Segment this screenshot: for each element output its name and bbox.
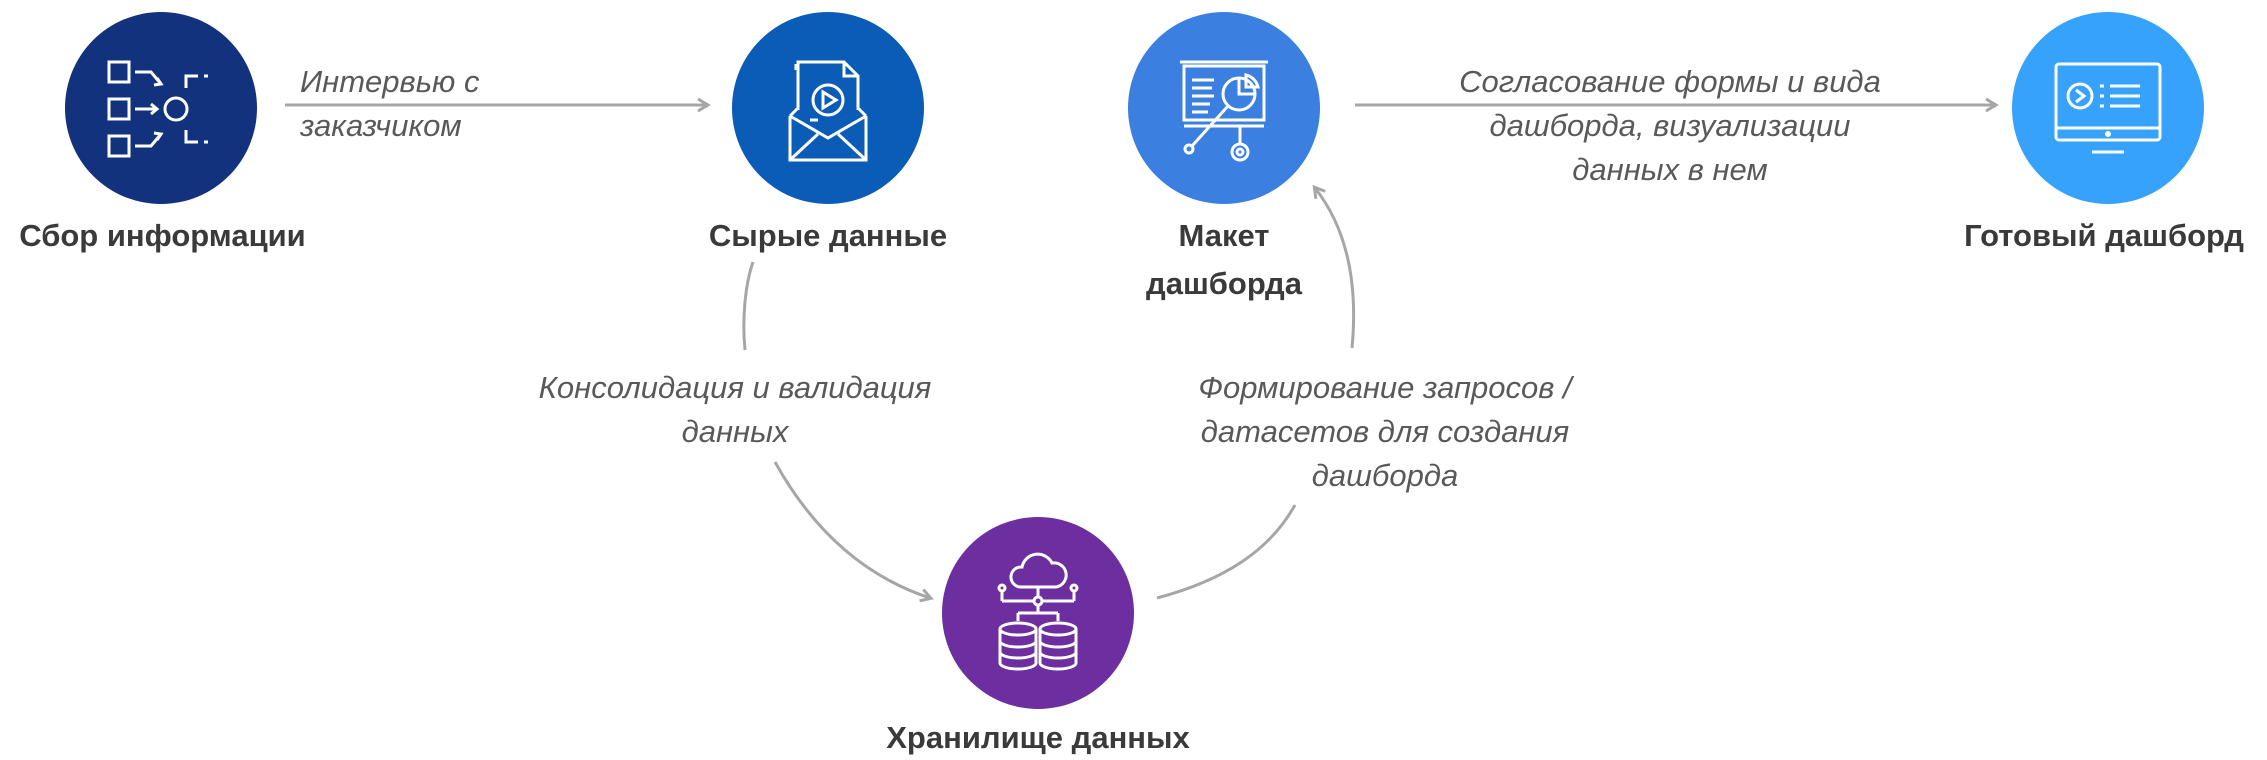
edge-approval-line-1: Согласование формы и вида bbox=[1459, 64, 1881, 99]
arrow-consolidation-to-storage bbox=[773, 461, 930, 598]
edge-queries-label: Формирование запросов / датасетов для со… bbox=[1165, 366, 1605, 498]
node-raw-title: Сырые данные bbox=[708, 218, 948, 253]
node-info-circle bbox=[65, 12, 257, 204]
arc-raw-to-consolidation bbox=[742, 261, 755, 351]
edge-consolidation-line-2: данных bbox=[681, 414, 789, 449]
node-mockup-title-line-2: дашборда bbox=[1146, 266, 1302, 301]
arc-storage-to-queries bbox=[1156, 504, 1297, 600]
node-info-title: Сбор информации bbox=[19, 218, 306, 253]
presentation-chart-icon bbox=[1180, 60, 1268, 162]
node-storage-circle bbox=[942, 517, 1134, 709]
node-mockup-circle bbox=[1128, 12, 1320, 204]
node-mockup-title: Макет дашборда bbox=[1094, 214, 1354, 306]
monitor-dashboard-icon bbox=[2054, 62, 2162, 154]
edge-approval-line-3: данных в нем bbox=[1572, 152, 1768, 187]
edge-approval-line-2: дашборда, визуализации bbox=[1489, 108, 1851, 143]
edge-consolidation-label: Консолидация и валидация данных bbox=[500, 366, 970, 454]
cloud-database-icon bbox=[997, 552, 1079, 671]
edge-queries-line-3: дашборда bbox=[1311, 458, 1459, 493]
node-ready-circle bbox=[2012, 12, 2204, 204]
edge-consolidation-line-1: Консолидация и валидация bbox=[538, 370, 932, 405]
node-ready-title: Готовый дашборд bbox=[1964, 218, 2244, 253]
node-mockup-title-line-1: Макет bbox=[1178, 218, 1270, 253]
edge-queries-line-2: датасетов для создания bbox=[1200, 414, 1570, 449]
edge-interview-line-1: Интервью с bbox=[300, 64, 480, 99]
node-raw-circle bbox=[732, 12, 924, 204]
edge-queries-line-1: Формирование запросов / bbox=[1198, 370, 1572, 405]
process-flow-icon bbox=[107, 60, 208, 158]
edge-interview-line-2: заказчиком bbox=[300, 108, 462, 143]
arrow-queries-to-mockup bbox=[1315, 188, 1356, 349]
edge-approval-label: Согласование формы и вида дашборда, визу… bbox=[1400, 60, 1940, 192]
edge-interview-label: Интервью с заказчиком bbox=[300, 60, 479, 148]
node-storage-title: Хранилище данных bbox=[886, 720, 1190, 755]
video-mail-icon bbox=[788, 60, 868, 162]
